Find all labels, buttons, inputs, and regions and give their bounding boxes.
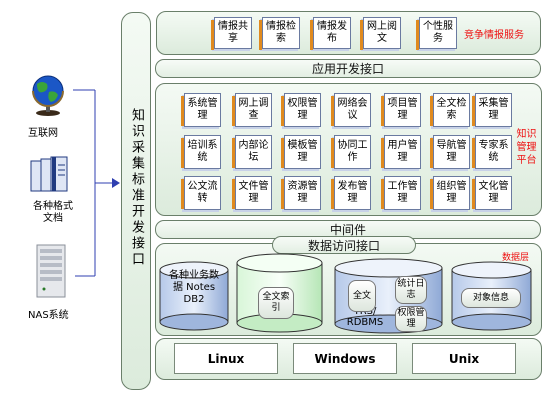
km-module-tile: 工作管理 — [381, 176, 421, 210]
km-module-tile: 专家系统 — [472, 135, 512, 169]
internet-label: 互联网 — [28, 128, 58, 139]
km-module-tile: 组织管理 — [430, 176, 470, 210]
km-module-tile: 培训系统 — [181, 135, 221, 169]
km-module-tile: 项目管理 — [381, 93, 421, 127]
os-linux: Linux — [174, 343, 278, 374]
km-module-tile: 模板管理 — [281, 135, 321, 169]
intelligence-services-title: 竞争情报服务 — [464, 30, 524, 41]
km-module-tile: 网络会议 — [331, 93, 371, 127]
os-unix: Unix — [412, 343, 516, 374]
data-access-interface-bar: 数据访问接口 — [272, 236, 416, 254]
km-module-tile: 网上调查 — [232, 93, 272, 127]
service-tile: 网上阅文 — [360, 17, 401, 50]
middleware-label: 中间件 — [329, 223, 366, 237]
fulltext-index-box: 全文索引 — [258, 287, 294, 319]
service-tile: 情报发布 — [310, 17, 351, 50]
km-module-tile: 内部论坛 — [232, 135, 272, 169]
km-module-tile: 文化管理 — [472, 176, 512, 210]
service-tile: 情报检索 — [259, 17, 300, 50]
km-module-tile: 系统管理 — [181, 93, 221, 127]
km-platform-title: 知识管理平台 — [516, 129, 537, 166]
km-module-tile: 协同工作 — [331, 135, 371, 169]
data-access-interface-label: 数据访问接口 — [307, 238, 380, 253]
documents-icon — [28, 155, 70, 197]
km-module-tile: 权限管理 — [281, 93, 321, 127]
knowledge-collection-api-column — [121, 12, 151, 390]
service-tile: 个性服务 — [416, 17, 457, 50]
data-layer-title: 数据层 — [502, 253, 530, 263]
business-db-label: 各种业务数据 Notes DB2 — [169, 270, 219, 305]
documents-label: 各种格式文档 — [33, 201, 73, 224]
km-module-tile: 文件管理 — [232, 176, 272, 210]
nas-server-icon — [31, 243, 71, 299]
service-tile: 情报共享 — [211, 17, 252, 50]
internet-globe-icon — [27, 74, 69, 116]
business-db-cylinder — [159, 261, 229, 331]
app-dev-interface-bar: 应用开发接口 — [155, 59, 541, 78]
perm-mgmt-box: 权限管理 — [395, 306, 427, 332]
km-module-tile: 全文检索 — [430, 93, 470, 127]
knowledge-collection-api-label: 知识采集标准开发接口 — [129, 108, 144, 268]
nas-label: NAS系统 — [28, 310, 69, 321]
km-module-tile: 采集管理 — [472, 93, 512, 127]
object-info-box: 对象信息 — [461, 288, 521, 308]
km-module-tile: 资源管理 — [281, 176, 321, 210]
fulltext-box: 全文 — [348, 280, 376, 312]
km-module-tile: 导航管理 — [430, 135, 470, 169]
km-module-tile: 公文流转 — [181, 176, 221, 210]
km-module-tile: 发布管理 — [331, 176, 371, 210]
stats-log-box: 统计日志 — [395, 276, 427, 304]
km-module-tile: 用户管理 — [381, 135, 421, 169]
os-windows: Windows — [293, 343, 397, 374]
app-dev-interface-label: 应用开发接口 — [311, 62, 384, 76]
